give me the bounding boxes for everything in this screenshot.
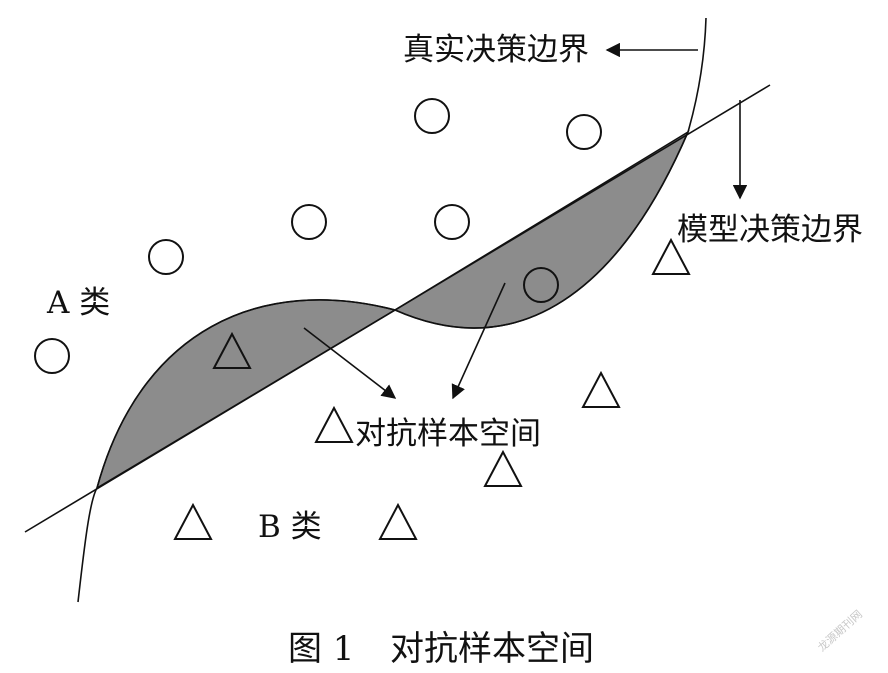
adversarial-region-left <box>95 299 397 490</box>
class-b-triangle-adversarial <box>212 331 252 369</box>
class-a-label: A 类 <box>46 285 110 321</box>
class-a-circle <box>566 114 602 150</box>
watermark-text: 龙源期刊网 <box>815 607 865 654</box>
arrow-right-region <box>451 282 506 400</box>
class-b-triangle <box>314 405 354 443</box>
class-a-circle <box>291 204 327 240</box>
figure-title: 对抗样本空间 <box>390 629 594 669</box>
class-b-triangle <box>173 502 213 540</box>
class-a-circle <box>34 338 70 374</box>
adversarial-space-label: 对抗样本空间 <box>355 416 541 452</box>
class-b-triangle <box>483 449 523 487</box>
class-a-circle <box>434 204 470 240</box>
class-a-circle <box>414 98 450 134</box>
model-boundary-label: 模型决策边界 <box>677 212 863 248</box>
figure-number: 图 1 <box>288 629 354 669</box>
class-b-triangle <box>378 502 418 540</box>
model-decision-boundary-line <box>24 84 771 533</box>
class-b-label: B 类 <box>258 509 322 545</box>
class-b-triangle <box>581 370 621 408</box>
class-a-circle-adversarial <box>523 267 559 303</box>
class-b-triangle <box>651 237 691 275</box>
true-boundary-label: 真实决策边界 <box>403 32 589 68</box>
class-a-circle <box>148 239 184 275</box>
arrow-left-region <box>303 327 397 399</box>
true-decision-boundary-curve <box>77 17 707 603</box>
